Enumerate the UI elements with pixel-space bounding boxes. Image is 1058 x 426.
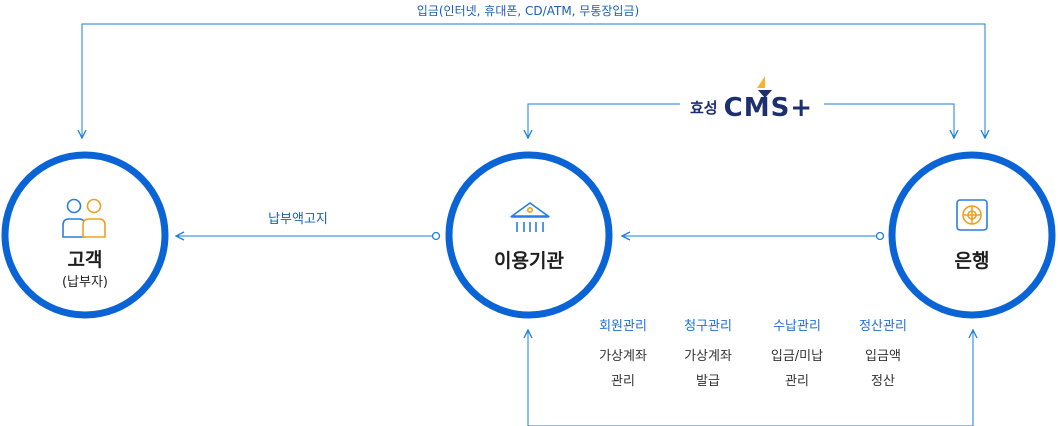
function-line: 입금액	[865, 349, 901, 364]
deposit-route-line	[82, 23, 985, 138]
hyosung-cms-logo: 효성 CMS+	[690, 93, 813, 123]
function-line: 발급	[696, 374, 720, 389]
function-title-billing: 청구관리	[684, 319, 732, 334]
function-line: 관리	[611, 374, 635, 389]
people-icon	[62, 198, 106, 238]
function-title-receipt: 수납관리	[773, 319, 821, 334]
institution-building-icon	[509, 202, 551, 232]
logo-korean-text: 효성	[690, 99, 718, 117]
bank-title: 은행	[954, 250, 990, 272]
customer-subtitle: (납부자)	[61, 275, 109, 290]
function-title-member: 회원관리	[599, 319, 647, 334]
cms-logo-mark	[757, 76, 772, 98]
customer-title: 고객	[67, 249, 103, 271]
function-line: 관리	[785, 374, 809, 389]
function-line: 가상계좌	[684, 349, 732, 364]
logo-brand-text: CMS+	[723, 93, 814, 123]
bank-vault-icon	[956, 199, 988, 231]
notice-arrow-origin	[431, 231, 441, 241]
function-line: 입금/미납	[770, 349, 824, 364]
function-title-settlement: 정산관리	[859, 319, 907, 334]
cms-route-line-left	[528, 103, 680, 138]
deposit-route-label: 입금(인터넷, 휴대폰, CD/ATM, 무통장입금)	[416, 4, 640, 18]
notice-label: 납부액고지	[268, 212, 328, 227]
function-line: 정산	[871, 374, 895, 389]
institution-title: 이용기관	[494, 250, 564, 272]
cms-route-line-right	[824, 103, 954, 138]
bank-ring	[888, 151, 1056, 319]
function-line: 가상계좌	[599, 349, 647, 364]
management-route-line	[528, 330, 973, 426]
bank-arrow-origin	[875, 231, 885, 241]
institution-ring	[445, 151, 613, 319]
